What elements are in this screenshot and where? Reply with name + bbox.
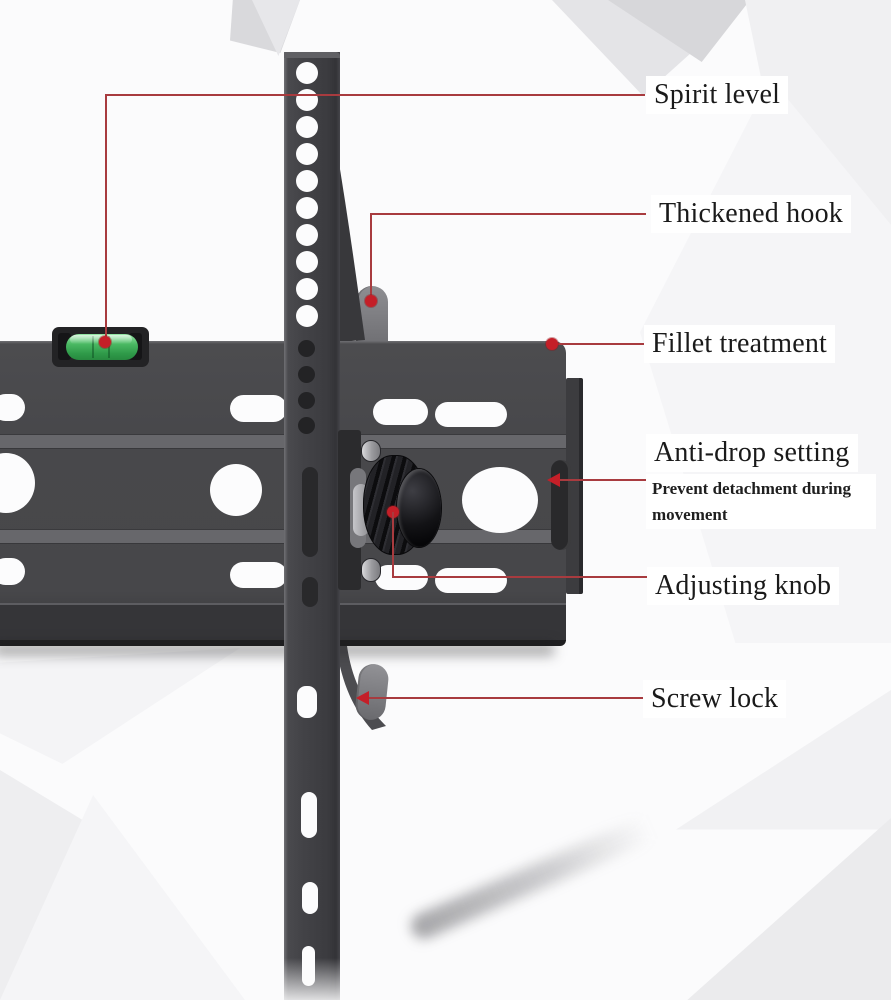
bracket-slot	[302, 882, 318, 914]
callout-line-adjusting-knob	[392, 512, 394, 577]
bracket-top-bevel	[284, 52, 340, 58]
callout-arrow-screw-lock	[356, 691, 369, 705]
label-spirit-level: Spirit level	[646, 76, 789, 114]
bracket-hole	[296, 62, 318, 84]
mounting-slot	[0, 394, 25, 421]
background-facet	[0, 795, 245, 1000]
vial-mark	[108, 336, 110, 358]
callout-line-adjusting-knob	[392, 576, 650, 578]
background-facet	[0, 770, 95, 1000]
label-anti-drop-setting: Anti-drop setting	[646, 434, 858, 472]
bracket-hole	[296, 170, 318, 192]
label-screw-lock: Screw lock	[643, 680, 787, 718]
bracket-hole	[296, 116, 318, 138]
bracket-slot	[297, 686, 317, 718]
callout-dot-spirit-level	[99, 336, 111, 348]
bracket-hole	[296, 143, 318, 165]
mounting-slot	[0, 558, 25, 585]
plate-bottom-fold	[0, 605, 566, 641]
callout-line-anti-drop	[558, 479, 650, 481]
bracket-slot	[301, 792, 317, 838]
bracket-hole	[298, 392, 315, 409]
bracket-slot	[302, 577, 318, 607]
background-facet	[608, 0, 750, 62]
vial-mark	[92, 336, 94, 358]
plate-bottom-edge	[0, 640, 566, 646]
plate-fold-highlight	[0, 603, 566, 605]
callout-line-spirit-level	[105, 95, 107, 342]
bracket-hole	[296, 89, 318, 111]
background-facet	[676, 690, 891, 830]
mounting-slot	[435, 568, 507, 593]
plate-rib	[0, 529, 566, 544]
bracket-cast-shadow	[406, 810, 667, 943]
label-fillet-treatment: Fillet treatment	[644, 325, 836, 363]
bracket-hole	[296, 224, 318, 246]
adjusting-knob-face	[397, 469, 441, 547]
callout-dot-thickened-hook	[365, 295, 377, 307]
callout-arrow-anti-drop	[547, 473, 560, 487]
plate-drop-shadow	[0, 643, 554, 656]
callout-line-screw-lock	[368, 697, 650, 699]
carriage-bolt-end	[361, 558, 381, 582]
label-adjusting-knob: Adjusting knob	[647, 567, 840, 605]
label-thickened-hook: Thickened hook	[651, 195, 851, 233]
callout-line-spirit-level	[105, 94, 645, 96]
callout-line-fillet-treatment	[556, 343, 646, 345]
mounting-slot	[373, 399, 428, 425]
tilt-arm-curve	[336, 145, 386, 730]
bracket-hole	[296, 305, 318, 327]
background-facet	[687, 818, 891, 1000]
bracket-hole	[296, 278, 318, 300]
mounting-slot	[230, 395, 287, 422]
bracket-hole	[298, 366, 315, 383]
callout-line-thickened-hook	[370, 213, 646, 215]
bracket-bottom-fade	[282, 958, 344, 1000]
background-facet	[252, 0, 300, 56]
bracket-hole	[298, 417, 315, 434]
bracket-slot	[302, 467, 318, 557]
plate-rib	[0, 434, 566, 449]
label-anti-drop-description: Prevent detachment during movement	[646, 474, 876, 529]
mounting-hole	[462, 467, 538, 533]
bracket-hole	[296, 251, 318, 273]
background-facet	[0, 648, 240, 764]
callout-line-thickened-hook	[370, 214, 372, 301]
mounting-slot	[435, 402, 507, 427]
bracket-hole	[296, 197, 318, 219]
bracket-hole	[298, 340, 315, 357]
callout-dot-fillet-treatment	[546, 338, 558, 350]
mounting-hole	[210, 464, 262, 516]
carriage-bolt-end	[361, 440, 381, 462]
mounting-slot	[230, 562, 287, 588]
